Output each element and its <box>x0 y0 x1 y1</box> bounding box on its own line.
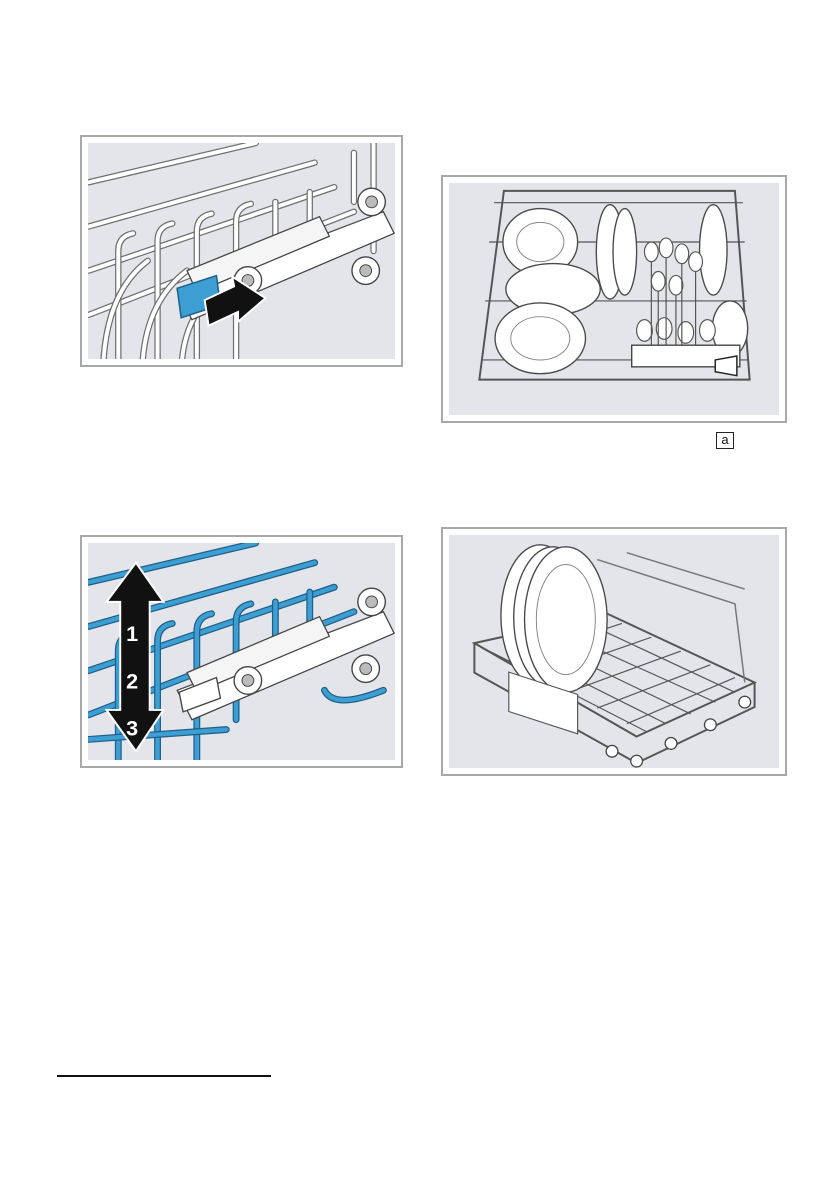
large-plates <box>501 545 607 692</box>
bowls <box>495 209 600 374</box>
figure-1-illustration <box>88 143 395 359</box>
figure-2-illustration <box>449 183 779 415</box>
upper-rack-drawing <box>449 183 779 415</box>
rack-height-drawing: 1 2 3 <box>88 543 395 760</box>
height-level-2: 2 <box>126 668 138 693</box>
figure-4-illustration <box>449 535 779 768</box>
figure-3-illustration: 1 2 3 <box>88 543 395 760</box>
footnote-rule <box>57 1075 271 1077</box>
rack-lever-drawing <box>88 143 395 359</box>
height-level-3: 3 <box>126 715 138 740</box>
callout-label-a: a <box>716 432 734 449</box>
figure-rack-height-adjustment: 1 2 3 <box>80 535 403 768</box>
figure-upper-rack-loaded <box>441 175 787 423</box>
height-level-1: 1 <box>126 621 138 646</box>
figure-lower-rack-large-plates <box>441 527 787 776</box>
lower-rack-drawing <box>449 535 779 768</box>
figure-rack-release-lever <box>80 135 403 367</box>
callout-pointer <box>715 356 737 376</box>
